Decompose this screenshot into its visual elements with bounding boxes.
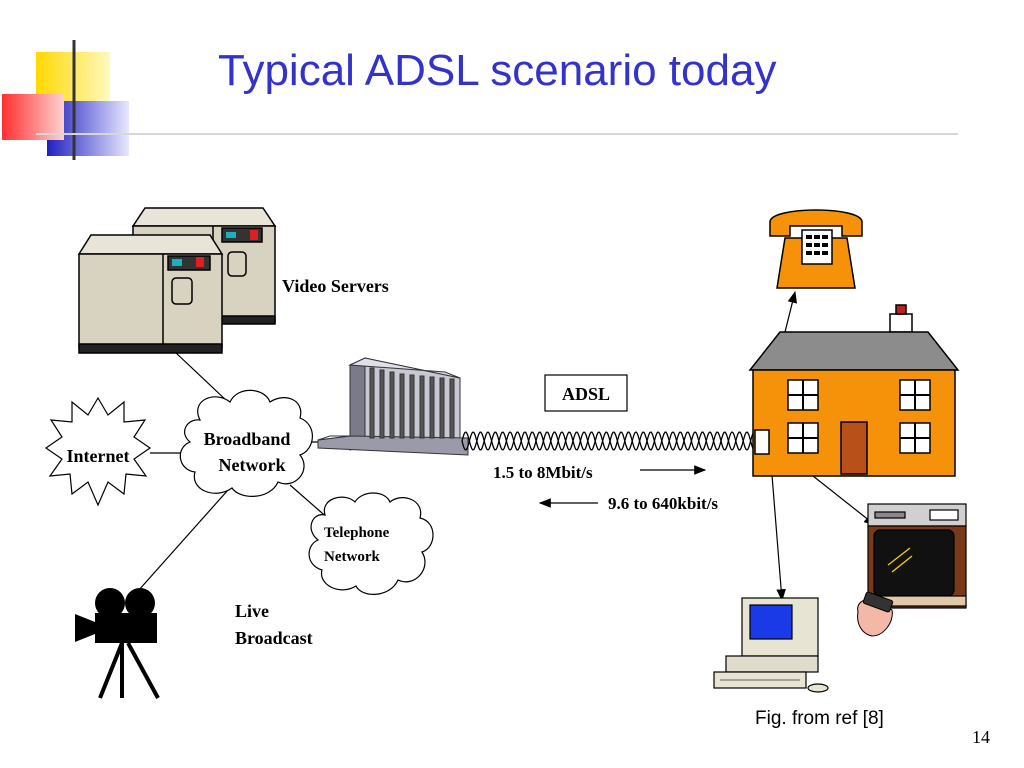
twisted-pair-line xyxy=(461,431,759,451)
upstream-rate-label: 9.6 to 640kbit/s xyxy=(608,494,718,513)
telephone-icon xyxy=(769,209,863,289)
house-icon xyxy=(748,304,960,477)
internet-label: Internet xyxy=(67,446,130,466)
video-servers-label: Video Servers xyxy=(282,276,389,296)
adsl-label-box xyxy=(544,374,628,412)
movie-camera-icon xyxy=(75,588,160,699)
line-servers-to-broadband xyxy=(174,351,229,403)
video-servers-icon xyxy=(77,207,277,354)
exchange-building-icon xyxy=(317,357,469,456)
adsl-label: ADSL xyxy=(562,384,610,404)
house-door xyxy=(840,421,868,475)
live-label-line1: Live xyxy=(235,601,269,621)
page-number: 14 xyxy=(972,727,990,747)
computer-icon xyxy=(713,597,829,693)
telephone-cloud-icon xyxy=(308,492,434,595)
broadband-network-node: Broadband Network xyxy=(179,389,313,497)
server-front xyxy=(77,234,224,354)
roof xyxy=(748,331,960,371)
page-title: Typical ADSL scenario today xyxy=(218,46,777,95)
live-label-line2: Broadcast xyxy=(235,628,313,648)
remote-hand-icon xyxy=(857,591,894,637)
internet-starburst-icon xyxy=(44,396,152,507)
chimney xyxy=(889,313,913,333)
telephone-label-line2: Network xyxy=(324,549,380,565)
splitter-box xyxy=(754,429,770,455)
broadband-label-line1: Broadband xyxy=(204,429,291,449)
telephone-label-line1: Telephone xyxy=(324,525,390,541)
slide-logo xyxy=(2,40,958,160)
television-icon xyxy=(867,503,967,609)
broadband-label-line2: Network xyxy=(219,455,286,475)
internet-node: Internet xyxy=(44,396,152,507)
broadband-cloud-icon xyxy=(179,389,313,497)
downstream-rate-label: 1.5 to 8Mbit/s xyxy=(493,463,593,482)
figure-caption: Fig. from ref [8] xyxy=(755,708,884,729)
line-broadband-to-camera xyxy=(129,489,229,601)
telephone-network-node: Telephone Network xyxy=(308,492,434,595)
